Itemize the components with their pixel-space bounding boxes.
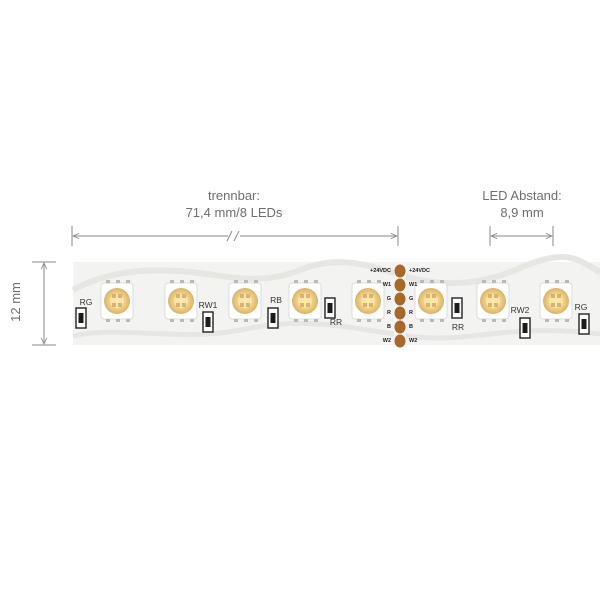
cut-pad-label-left: R: [387, 310, 391, 316]
cut-pad-label-right: G: [409, 296, 413, 302]
strip-height-dimension: [32, 261, 56, 346]
led-pitch-dimension: [489, 226, 554, 246]
cut-pad-label-right: W1: [409, 282, 417, 288]
led-pitch-label-line1: LED Abstand:: [482, 188, 562, 203]
smd-resistor: [267, 307, 279, 329]
cut-length-dimension: [71, 226, 399, 246]
led-chip: [164, 280, 198, 322]
strip-height-label: 12 mm: [8, 282, 23, 322]
led-chip: [288, 280, 322, 322]
smd-resistor: [75, 307, 87, 329]
smd-resistor: [519, 317, 531, 339]
smd-resistor: [202, 311, 214, 333]
led-chip: [414, 280, 448, 322]
cut-pad-label-left: B: [387, 324, 391, 330]
smd-resistor: [451, 297, 463, 319]
cut-length-label-line2: 71,4 mm/8 LEDs: [186, 205, 283, 220]
resistor-label: RR: [452, 322, 464, 332]
pcb-trace: [72, 320, 600, 341]
cut-pad-label-right: B: [409, 324, 413, 330]
copper-pad: [394, 278, 406, 292]
resistor-label: RG: [80, 297, 93, 307]
resistor-label: RW2: [511, 305, 530, 315]
copper-pad: [394, 292, 406, 306]
led-chip: [351, 280, 385, 322]
copper-pad: [394, 306, 406, 320]
resistor-label: RG: [575, 302, 588, 312]
smd-resistor: [578, 313, 590, 335]
pcb-trace: [71, 254, 600, 293]
cut-pad-label-left: +24VDC: [370, 268, 391, 274]
cut-pad-label-left: G: [387, 296, 391, 302]
cut-pad-label-left: W1: [383, 282, 391, 288]
cut-pad-label-left: W2: [383, 338, 391, 344]
cut-length-label-line1: trennbar:: [208, 188, 260, 203]
led-pitch-label-line2: 8,9 mm: [500, 205, 543, 220]
resistor-label: RB: [270, 295, 282, 305]
resistor-label: RW1: [199, 300, 218, 310]
cut-pad-label-right: +24VDC: [409, 268, 430, 274]
led-chip: [539, 280, 573, 322]
led-chip: [228, 280, 262, 322]
cut-pad-label-right: R: [409, 310, 413, 316]
smd-resistor: [324, 297, 336, 319]
copper-pad: [394, 334, 406, 348]
copper-pad: [394, 264, 406, 278]
copper-pad: [394, 320, 406, 334]
led-chip: [100, 280, 134, 322]
led-chip: [476, 280, 510, 322]
resistor-label: RR: [330, 317, 342, 327]
cut-pad-label-right: W2: [409, 338, 417, 344]
